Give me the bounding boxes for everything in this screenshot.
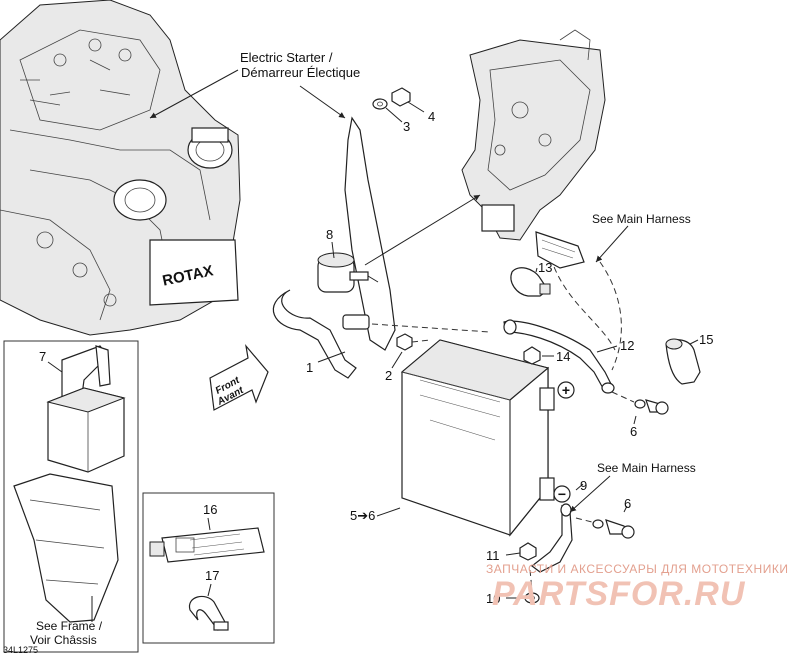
- part-label-5-6: 5➔6: [350, 508, 375, 523]
- part-label-6-upper: 6: [630, 424, 637, 439]
- nut-11: [519, 542, 537, 561]
- terminal-boot-13: [510, 267, 551, 297]
- nut-4: [391, 87, 411, 107]
- front-direction-arrow: Front Avant: [209, 343, 269, 411]
- part-label-14: 14: [556, 349, 570, 364]
- reference-code: 34L1275: [3, 645, 38, 655]
- terminal-boot-15: [665, 338, 701, 385]
- negative-cable-9: [531, 503, 573, 573]
- svg-text:−: −: [558, 486, 566, 502]
- frame-callout-fr: Voir Châssis: [30, 633, 97, 647]
- watermark-tagline: ЗАПЧАСТИ И АКСЕССУАРЫ ДЛЯ МОТОТЕХНИКИ: [486, 562, 788, 576]
- part-label-9: 9: [580, 478, 587, 493]
- part-label-15: 15: [699, 332, 713, 347]
- part-label-13: 13: [538, 260, 552, 275]
- part-label-10: 10: [486, 591, 500, 606]
- positive-cable: [272, 116, 396, 379]
- negative-terminal-symbol: −: [553, 485, 571, 503]
- part-label-11: 11: [486, 548, 500, 563]
- part-label-4: 4: [428, 109, 435, 124]
- part-label-6-lower: 6: [624, 496, 631, 511]
- washer-10: [524, 592, 540, 604]
- part-label-1: 1: [306, 360, 313, 375]
- harness-callout-top: See Main Harness: [592, 212, 691, 226]
- nut-14: [523, 346, 541, 365]
- connector-harness: [535, 231, 585, 269]
- part-label-17: 17: [205, 568, 219, 583]
- nut-2: [396, 333, 413, 351]
- watermark: ЗАПЧАСТИ И АКСЕССУАРЫ ДЛЯ МОТОТЕХНИКИ PA…: [486, 562, 788, 613]
- positive-terminal-symbol: +: [557, 381, 575, 399]
- bolt-6-upper: [634, 399, 669, 415]
- engine-illustration: ROTAX: [0, 0, 241, 336]
- svg-text:+: +: [562, 382, 570, 398]
- part-label-3: 3: [403, 119, 410, 134]
- part-label-8: 8: [326, 227, 333, 242]
- starter-callout-fr: Démarreur Électique: [241, 65, 360, 80]
- bolt-6-lower: [592, 519, 635, 539]
- frame-bracket-illustration: [461, 29, 606, 241]
- inset-panel-strap: [3, 340, 139, 653]
- solenoid-8: [317, 252, 379, 293]
- battery: [400, 339, 555, 537]
- harness-callout-bottom: See Main Harness: [597, 461, 696, 475]
- part-label-16: 16: [203, 502, 217, 517]
- part-label-2: 2: [385, 368, 392, 383]
- ground-cable-12: [503, 319, 615, 394]
- frame-callout-en: See Frame /: [36, 619, 103, 633]
- watermark-logo: PARTSFOR.RU: [492, 575, 746, 613]
- part-label-12: 12: [620, 338, 634, 353]
- washer-3: [372, 98, 388, 110]
- starter-callout-en: Electric Starter /: [240, 50, 333, 65]
- part-label-7: 7: [39, 349, 46, 364]
